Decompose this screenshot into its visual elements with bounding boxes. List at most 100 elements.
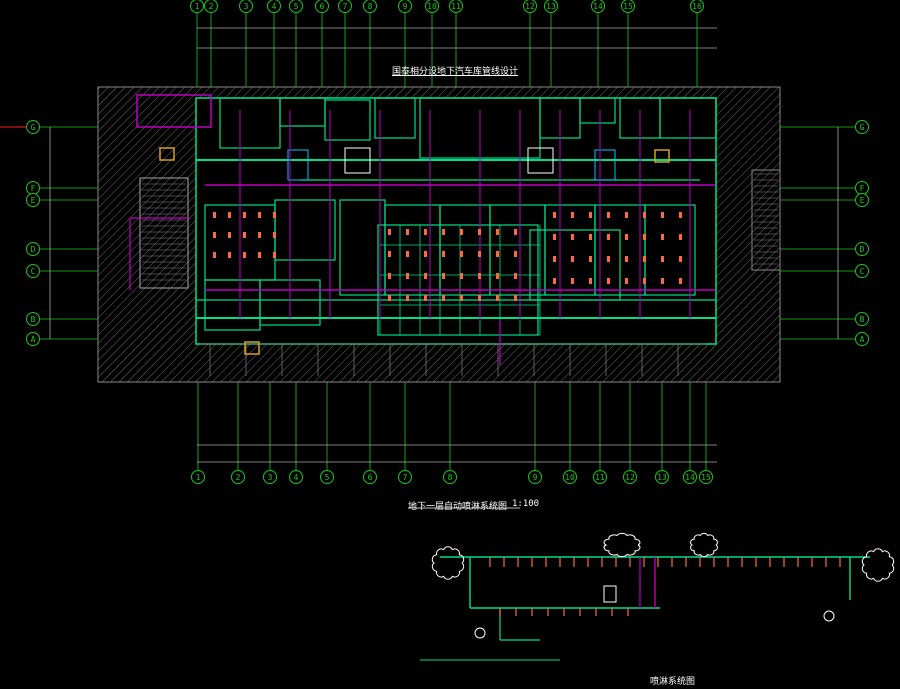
axis-bubble-bottom-13 bbox=[655, 470, 669, 484]
axis-bubble-top-7-label: 7 bbox=[343, 2, 348, 11]
axis-bubble-right-F-label: F bbox=[860, 184, 865, 193]
sprinkler-head-icon bbox=[643, 278, 646, 284]
sprinkler-head-icon bbox=[442, 229, 445, 235]
sprinkler-head-icon bbox=[643, 234, 646, 240]
axis-bubble-right-G-label: G bbox=[860, 123, 865, 132]
axis-bubble-right-D-label: D bbox=[860, 245, 865, 254]
axis-bubble-bottom-7-label: 7 bbox=[403, 473, 408, 482]
axis-bubble-top-1 bbox=[190, 0, 204, 13]
sprinkler-head-icon bbox=[406, 273, 409, 279]
room-wall bbox=[274, 199, 336, 261]
axis-bubble-bottom-9-label: 9 bbox=[533, 473, 538, 482]
sprinkler-head-icon bbox=[514, 251, 517, 257]
sprinkler-head-icon bbox=[589, 278, 592, 284]
axis-bubble-top-11 bbox=[449, 0, 463, 13]
axis-bubble-bottom-1 bbox=[191, 470, 205, 484]
sprinkler-head-icon bbox=[661, 212, 664, 218]
sprinkler-head-icon bbox=[607, 212, 610, 218]
axis-bubble-left-B bbox=[26, 312, 40, 326]
axis-bubble-top-12-label: 12 bbox=[525, 2, 535, 11]
valve-symbol bbox=[603, 585, 617, 603]
cloud-revision-icon bbox=[861, 548, 895, 582]
sprinkler-head-icon bbox=[273, 212, 276, 218]
axis-bubble-top-16 bbox=[690, 0, 704, 13]
axis-bubble-left-A-label: A bbox=[31, 335, 36, 344]
axis-bubble-top-6-label: 6 bbox=[320, 2, 325, 11]
axis-bubble-left-F-label: F bbox=[31, 184, 36, 193]
room-wall bbox=[374, 97, 416, 139]
axis-bubble-left-E bbox=[26, 193, 40, 207]
axis-bubble-bottom-3-label: 3 bbox=[268, 473, 273, 482]
axis-bubble-bottom-9 bbox=[528, 470, 542, 484]
axis-bubble-bottom-8 bbox=[443, 470, 457, 484]
sprinkler-head-icon bbox=[442, 295, 445, 301]
axis-bubble-top-12 bbox=[523, 0, 537, 13]
axis-bubble-top-13 bbox=[544, 0, 558, 13]
plan-core-fill bbox=[195, 97, 717, 345]
axis-bubble-bottom-8-label: 8 bbox=[448, 473, 453, 482]
sprinkler-head-icon bbox=[607, 234, 610, 240]
sprinkler-head-icon bbox=[496, 229, 499, 235]
axis-bubble-top-15-label: 15 bbox=[623, 2, 633, 11]
axis-bubble-bottom-2 bbox=[231, 470, 245, 484]
sprinkler-head-icon bbox=[258, 232, 261, 238]
sprinkler-head-icon bbox=[460, 295, 463, 301]
axis-bubble-left-B-label: B bbox=[31, 315, 36, 324]
sprinkler-head-icon bbox=[496, 251, 499, 257]
axis-bubble-left-A bbox=[26, 332, 40, 346]
axis-bubble-bottom-4-label: 4 bbox=[294, 473, 299, 482]
right-ramp bbox=[751, 169, 781, 271]
stair-shaft bbox=[287, 149, 309, 181]
sprinkler-head-icon bbox=[478, 229, 481, 235]
axis-bubble-top-5-label: 5 bbox=[294, 2, 299, 11]
axis-bubble-bottom-14-label: 14 bbox=[685, 473, 695, 482]
sprinkler-head-icon bbox=[442, 251, 445, 257]
axis-bubble-bottom-13-label: 13 bbox=[657, 473, 667, 482]
axis-bubble-right-D bbox=[855, 242, 869, 256]
sprinkler-head-icon bbox=[388, 295, 391, 301]
axis-bubble-top-11-label: 11 bbox=[451, 2, 461, 11]
axis-bubble-left-E-label: E bbox=[31, 196, 36, 205]
axis-bubble-right-A bbox=[855, 332, 869, 346]
axis-bubble-top-4-label: 4 bbox=[272, 2, 277, 11]
sprinkler-head-icon bbox=[589, 234, 592, 240]
sprinkler-head-icon bbox=[478, 273, 481, 279]
axis-bubble-top-7 bbox=[338, 0, 352, 13]
axis-bubble-left-C bbox=[26, 264, 40, 278]
sprinkler-head-icon bbox=[514, 295, 517, 301]
pump-symbol bbox=[474, 627, 486, 639]
axis-bubble-bottom-14 bbox=[683, 470, 697, 484]
sprinkler-head-icon bbox=[228, 212, 231, 218]
sprinkler-head-icon bbox=[460, 229, 463, 235]
sprinkler-head-icon bbox=[643, 212, 646, 218]
axis-bubble-bottom-12 bbox=[623, 470, 637, 484]
axis-bubble-bottom-12-label: 12 bbox=[625, 473, 635, 482]
axis-bubble-left-G bbox=[26, 120, 40, 134]
room-wall bbox=[324, 99, 371, 141]
axis-bubble-bottom-11-label: 11 bbox=[595, 473, 605, 482]
room-wall bbox=[579, 97, 616, 124]
system-diagram-scale: 1:100 bbox=[512, 499, 540, 509]
sprinkler-head-icon bbox=[424, 229, 427, 235]
sprinkler-head-icon bbox=[553, 278, 556, 284]
sprinkler-head-icon bbox=[442, 273, 445, 279]
axis-bubble-top-16-label: 16 bbox=[692, 2, 702, 11]
sprinkler-head-icon bbox=[607, 256, 610, 262]
room-wall bbox=[644, 204, 696, 296]
ramp bbox=[139, 177, 189, 289]
sprinkler-head-icon bbox=[589, 256, 592, 262]
sprinkler-head-icon bbox=[514, 229, 517, 235]
sprinkler-head-icon bbox=[460, 251, 463, 257]
axis-bubble-top-8 bbox=[363, 0, 377, 13]
axis-bubble-right-B-label: B bbox=[860, 315, 865, 324]
sprinkler-head-icon bbox=[228, 252, 231, 258]
sprinkler-head-icon bbox=[661, 234, 664, 240]
system-diagram-title: 地下一层自动喷淋系统图 bbox=[408, 502, 508, 512]
sprinkler-head-icon bbox=[571, 256, 574, 262]
axis-bubble-bottom-3 bbox=[263, 470, 277, 484]
axis-bubble-top-10 bbox=[425, 0, 439, 13]
axis-bubble-top-15 bbox=[621, 0, 635, 13]
equipment-box bbox=[244, 341, 260, 355]
sprinkler-head-icon bbox=[424, 295, 427, 301]
equipment-box bbox=[159, 147, 175, 161]
